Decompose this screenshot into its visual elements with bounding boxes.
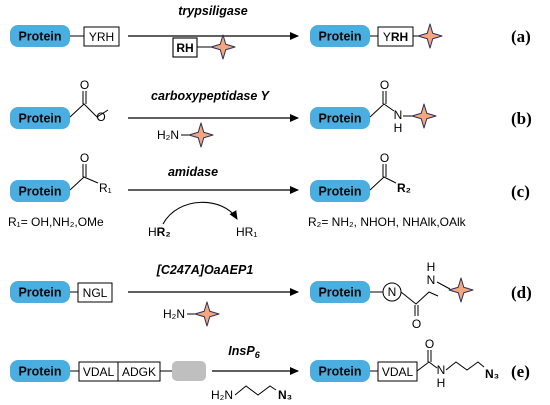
bond-line — [436, 281, 451, 290]
panel-d: Protein NGL [C247A]OaAEP1 H₂N Protein N … — [10, 260, 532, 331]
star-label-icon — [417, 23, 443, 49]
protein-label: Protein — [318, 286, 361, 300]
carbonyl-o: O — [80, 78, 89, 92]
protein-bubble — [310, 281, 370, 303]
amide-skeleton — [369, 103, 395, 118]
protein-label: Protein — [318, 30, 361, 44]
ester-skeleton — [69, 103, 109, 118]
protein-bubble — [10, 281, 70, 303]
panel-letter-d: (d) — [511, 283, 532, 302]
vdal-product-label: VDAL — [382, 365, 414, 379]
reagent-hr2: HR₂ — [148, 225, 171, 239]
linker-o: O — [412, 317, 421, 331]
star-label-icon — [210, 34, 236, 60]
amide-o: O — [425, 337, 434, 351]
r2-definition: R₂= NH₂, NHOH, NHAlk,OAlk — [308, 215, 467, 229]
carbonyl-o: O — [80, 151, 89, 165]
propyl-chain — [445, 361, 485, 371]
reagent-h: H — [148, 225, 157, 239]
r2-substituent: R₂ — [397, 181, 411, 195]
protein-bubble — [310, 360, 370, 382]
panel-e: Protein VDAL ADGK InsP6 H₂N N₃ Protein V… — [10, 337, 530, 402]
vdal-product-box — [377, 361, 418, 382]
byproduct-hr1: HR₁ — [236, 225, 257, 239]
amine-nucleophile: H₂N — [163, 307, 185, 321]
panel-letter-e: (e) — [511, 362, 530, 381]
enzyme-oaaep1: [C247A]OaAEP1 — [156, 263, 254, 277]
protein-label: Protein — [18, 185, 61, 199]
product-o: O — [380, 151, 389, 165]
linker-skeleton — [400, 291, 439, 305]
ngl-tag-label: NGL — [83, 286, 108, 300]
enzyme-amidase: amidase — [168, 165, 218, 179]
panel-letter-c: (c) — [511, 182, 530, 201]
panel-c: Protein O R₁ R₁= OH,NH₂,OMe amidase HR₂ … — [8, 151, 530, 239]
protein-bubble — [10, 180, 70, 202]
protein-bubble — [10, 360, 70, 382]
panel-a: Protein YRH trypsiligase RH Protein YRH … — [10, 4, 531, 60]
protein-label: Protein — [318, 365, 361, 379]
product-n3: N₃ — [485, 367, 499, 381]
ngl-tag-box — [77, 282, 113, 303]
ester-o: O — [96, 110, 105, 124]
enzyme-carboxypeptidase-y: carboxypeptidase Y — [151, 89, 271, 103]
ring-n: N — [388, 285, 397, 299]
panel-letter-a: (a) — [511, 27, 531, 46]
grey-domain-tag — [172, 361, 206, 381]
protein-bubble — [310, 107, 370, 129]
star-label-icon — [411, 103, 437, 129]
protein-label: Protein — [18, 112, 61, 126]
curved-arrow-icon — [162, 201, 238, 225]
protein-bubble — [10, 25, 70, 47]
linker-n: N — [427, 273, 436, 287]
yrh-tag-box — [83, 26, 120, 47]
vdal-tag-label: VDAL — [83, 365, 115, 379]
r1-definition: R₁= OH,NH₂,OMe — [8, 215, 104, 229]
rh-reagent-label: RH — [176, 41, 193, 55]
linker-h: H — [427, 260, 436, 274]
protein-bubble — [310, 180, 370, 202]
propyl-chain — [234, 385, 277, 396]
yrh-tag-label: YRH — [89, 30, 114, 44]
yrh-product-label: YRH — [383, 30, 408, 44]
reagent-n3: N₃ — [278, 388, 292, 402]
adgk-tag-label: ADGK — [122, 365, 156, 379]
enzyme-trypsiligase: trypsiligase — [178, 4, 248, 18]
amine-nucleophile: H₂N — [157, 128, 179, 142]
amide-n: N — [437, 363, 446, 377]
yrh-product-bold: RH — [391, 30, 408, 44]
amide-h: H — [437, 376, 446, 390]
protein-bubble — [310, 25, 370, 47]
amide-n: N — [394, 108, 403, 122]
reagent-r2: R₂ — [157, 225, 171, 239]
protein-label: Protein — [318, 185, 361, 199]
protein-label: Protein — [18, 286, 61, 300]
enzyme-insp: InsP — [228, 344, 255, 358]
protein-bubble — [10, 107, 70, 129]
star-label-icon — [448, 277, 474, 303]
r1-substituent: R₁ — [99, 181, 112, 195]
panel-letter-b: (b) — [511, 109, 532, 128]
amide-skeleton — [416, 361, 438, 372]
enzyme-insp-subscript: 6 — [255, 350, 261, 360]
amide-o: O — [380, 78, 389, 92]
yrh-product-plain: Y — [383, 30, 391, 44]
acyl-skeleton — [69, 176, 99, 191]
protein-label: Protein — [18, 30, 61, 44]
protein-label: Protein — [18, 365, 61, 379]
protein-label: Protein — [318, 112, 361, 126]
acyl-skeleton — [369, 176, 397, 191]
panel-b: Protein O O carboxypeptidase Y H₂N Prote… — [10, 78, 532, 148]
reagent-h2n: H₂N — [211, 388, 233, 402]
star-label-icon — [188, 122, 214, 148]
enzyme-insp6: InsP6 — [228, 344, 260, 360]
star-label-icon — [194, 301, 220, 327]
amide-h: H — [394, 121, 403, 135]
